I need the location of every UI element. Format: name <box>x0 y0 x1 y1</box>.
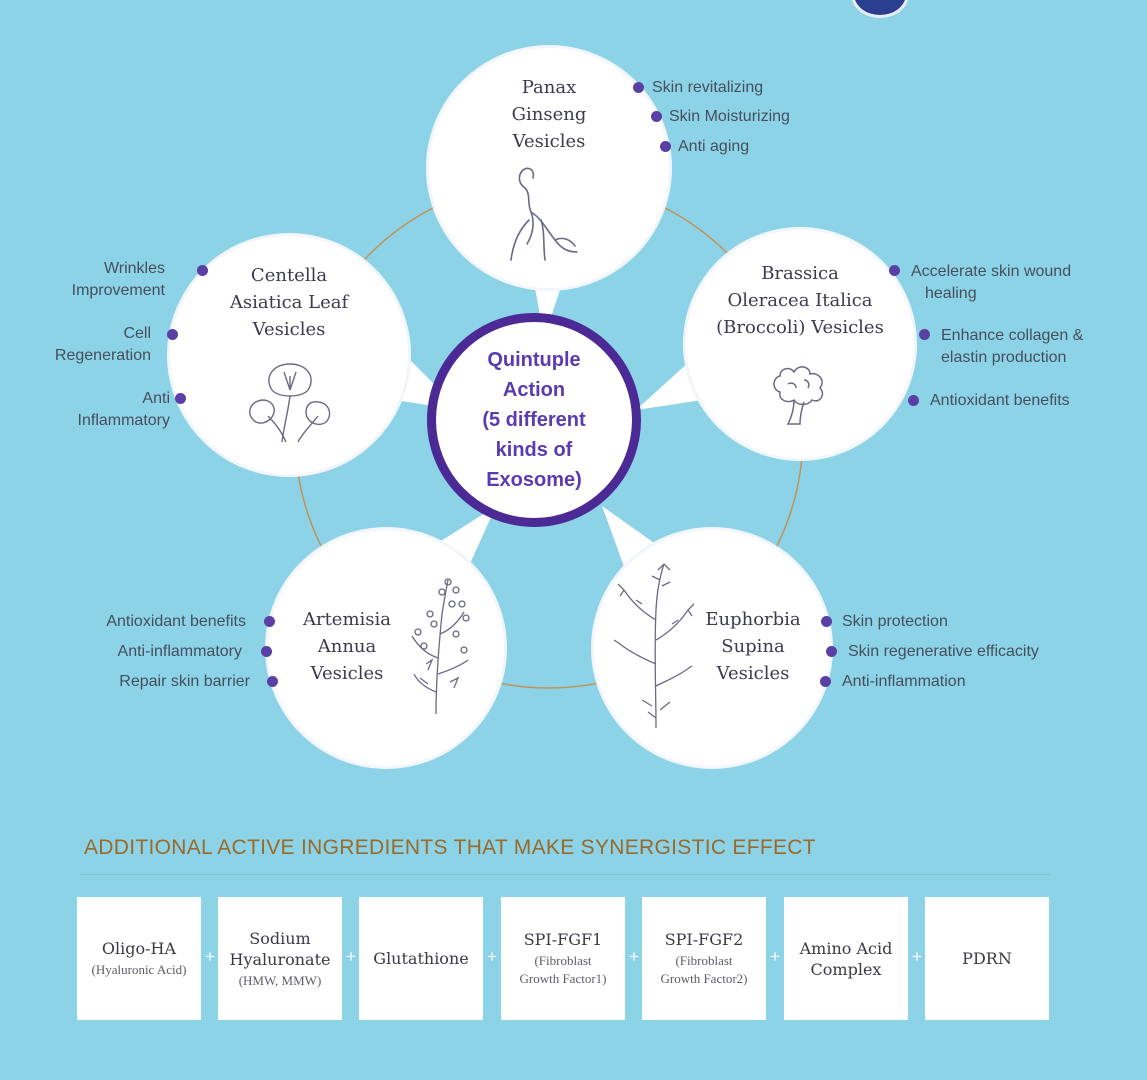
brassica-benefit-2: Enhance collagen &elastin production <box>941 327 1084 366</box>
plus-sign: + <box>912 947 922 966</box>
ingredient-sub: (HMW, MMW) <box>238 972 322 988</box>
centella-title: Centella Asiatica Leaf Vesicles <box>229 265 349 340</box>
euphorbia-benefit-3: Anti-inflammation <box>842 673 966 690</box>
artemisia-benefit-3: Repair skin barrier <box>119 673 250 690</box>
plus-sign: + <box>629 947 639 966</box>
section-divider <box>80 874 1050 875</box>
section-title: ADDITIONAL ACTIVE INGREDIENTS THAT MAKE … <box>84 836 816 859</box>
centella-leaf-icon <box>249 363 331 443</box>
artemisia-title: Artemisia Annua Vesicles <box>302 609 392 684</box>
ingredient-card-pdrn: PDRN <box>925 897 1049 1020</box>
ingredient-name: SPI-FGF2 <box>664 930 744 949</box>
euphorbia-benefit-2: Skin regenerative efficacity <box>848 643 1039 660</box>
artemisia-plant-icon <box>411 578 470 715</box>
euphorbia-plant-icon <box>613 563 695 729</box>
benefit-dot <box>820 676 831 687</box>
benefit-dot <box>261 646 272 657</box>
benefit-dot <box>167 329 178 340</box>
ingredient-name: Glutathione <box>373 949 469 968</box>
ingredient-name: Oligo-HA <box>101 939 177 958</box>
brassica-bubble: Brassica Oleracea Italica (Broccoli) Ves… <box>686 230 914 458</box>
panax-benefit-1: Skin revitalizing <box>652 79 764 96</box>
artemisia-benefit-2: Anti-inflammatory <box>117 643 242 660</box>
euphorbia-title: Euphorbia Supina Vesicles <box>705 609 801 684</box>
benefit-dot <box>651 111 662 122</box>
benefit-dot <box>919 329 930 340</box>
panax-benefit-3: Anti aging <box>678 138 750 155</box>
benefit-dot <box>264 616 275 627</box>
ingredient-name: SPI-FGF1 <box>523 930 603 949</box>
benefit-dot <box>197 265 208 276</box>
ingredient-name: PDRN <box>962 949 1012 968</box>
plus-sign: + <box>205 947 215 966</box>
ingredient-sub: (Hyaluronic Acid) <box>91 962 187 977</box>
benefit-dot <box>821 616 832 627</box>
ingredient-card-oligo-ha: Oligo-HA (Hyaluronic Acid) <box>77 897 201 1020</box>
benefit-dot <box>826 646 837 657</box>
artemisia-bubble: Artemisia Annua Vesicles <box>268 530 504 766</box>
centella-bubble: Centella Asiatica Leaf Vesicles <box>170 236 408 474</box>
benefit-dot <box>633 82 644 93</box>
plus-sign: + <box>770 947 780 966</box>
benefit-dot <box>889 265 900 276</box>
benefit-dot <box>660 141 671 152</box>
ingredient-card-glutathione: Glutathione <box>359 897 483 1020</box>
broccoli-icon <box>773 366 824 425</box>
panax-title: Panax Ginseng Vesicles <box>511 77 587 152</box>
euphorbia-benefit-1: Skin protection <box>842 613 948 630</box>
ginseng-root-icon <box>510 167 578 261</box>
artemisia-benefit-1: Antioxidant benefits <box>106 613 246 630</box>
euphorbia-bubble: Euphorbia Supina Vesicles <box>594 530 830 766</box>
center-label: Quintuple Action (5 different kinds of E… <box>482 349 586 491</box>
plus-sign: + <box>346 947 356 966</box>
benefit-dot <box>267 676 278 687</box>
plus-sign: + <box>487 947 497 966</box>
brassica-title: Brassica Oleracea Italica (Broccoli) Ves… <box>716 263 884 338</box>
benefit-dot <box>908 395 919 406</box>
panax-benefit-2: Skin Moisturizing <box>669 108 790 125</box>
panax-bubble: Panax Ginseng Vesicles <box>429 48 669 288</box>
center-circle: Quintuple Action (5 different kinds of E… <box>427 313 641 527</box>
brassica-benefit-3: Antioxidant benefits <box>930 392 1070 409</box>
benefit-dot <box>175 393 186 404</box>
